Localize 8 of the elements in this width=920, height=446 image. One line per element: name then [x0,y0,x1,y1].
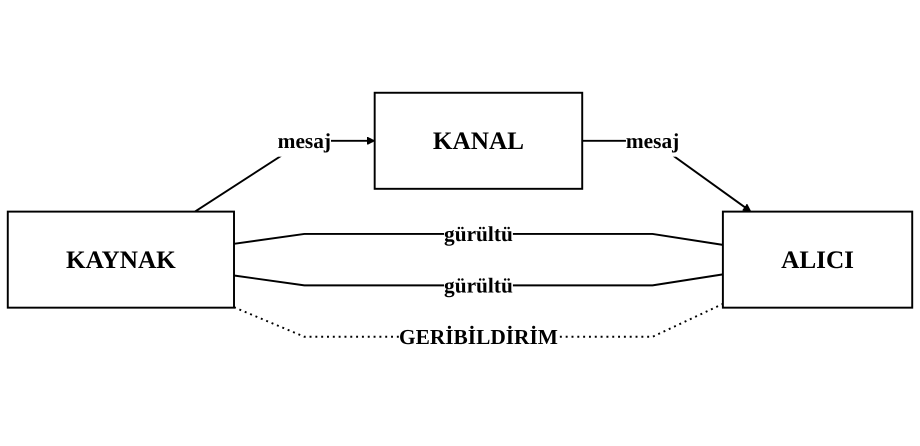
node-box: ALICI [722,210,914,309]
edge-label: mesaj [626,128,680,154]
node-box: KANAL [374,92,584,190]
edge-label: gürültü [444,273,513,298]
node-box: KAYNAK [6,210,235,309]
edge-label: mesaj [278,128,332,154]
edge-label: gürültü [444,222,513,246]
edge-label: GERİBİLDİRİM [398,324,558,350]
